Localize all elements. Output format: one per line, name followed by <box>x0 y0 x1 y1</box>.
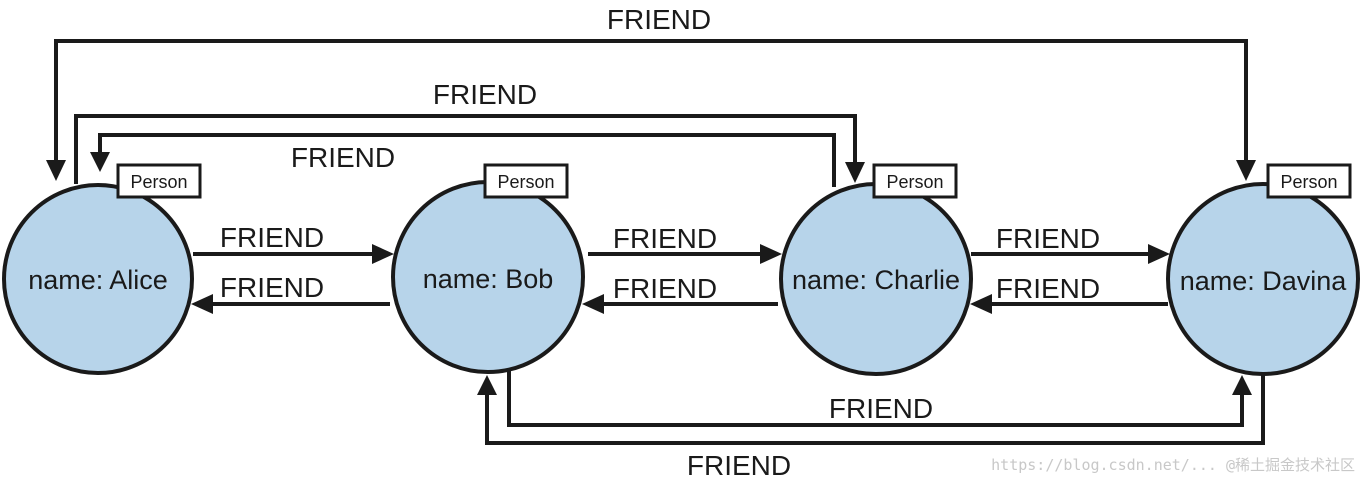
arrowhead <box>477 375 497 395</box>
node-davina[interactable]: name: Davina Person <box>1166 163 1360 376</box>
node-label: name: Charlie <box>792 265 960 295</box>
node-alice[interactable]: name: Alice Person <box>2 163 202 375</box>
edge-label: FRIEND <box>613 273 717 304</box>
edge-charlie-bob: FRIEND <box>582 273 778 314</box>
arrowhead <box>46 160 66 181</box>
person-tag-label: Person <box>886 172 943 192</box>
person-tag <box>116 163 202 199</box>
node-circle <box>2 183 194 375</box>
edge-label: FRIEND <box>687 450 791 481</box>
person-tag <box>872 163 958 199</box>
edge-charlie-alice: FRIEND <box>90 133 836 187</box>
edge-label: FRIEND <box>607 4 711 35</box>
edge-bob-davina: FRIEND <box>507 371 1252 427</box>
edge-charlie-davina: FRIEND <box>971 223 1170 264</box>
arrowhead <box>191 294 213 314</box>
person-tag-label: Person <box>1280 172 1337 192</box>
person-tag-label: Person <box>497 172 554 192</box>
arrowhead <box>1232 375 1252 395</box>
person-tag <box>483 163 569 199</box>
arrowhead <box>970 294 992 314</box>
edge-alice-charlie: FRIEND <box>74 79 865 184</box>
arrowhead <box>1236 160 1256 181</box>
edge-label: FRIEND <box>220 222 324 253</box>
person-tag <box>1266 163 1352 199</box>
node-label: name: Bob <box>423 264 554 294</box>
edge-alice-davina: FRIEND <box>54 4 1256 181</box>
edge-bob-charlie: FRIEND <box>588 223 782 264</box>
edge-label: FRIEND <box>829 393 933 424</box>
edge-davina-bob: FRIEND <box>477 373 1265 481</box>
node-bob[interactable]: name: Bob Person <box>391 163 585 374</box>
edge-alice-bob: FRIEND <box>193 222 394 264</box>
edge-label: FRIEND <box>996 223 1100 254</box>
edge-label: FRIEND <box>996 273 1100 304</box>
edge-label: FRIEND <box>433 79 537 110</box>
edge-label: FRIEND <box>291 142 395 173</box>
edge-label: FRIEND <box>220 272 324 303</box>
arrowhead <box>582 294 604 314</box>
person-tag-label: Person <box>130 172 187 192</box>
node-circle <box>1166 182 1360 376</box>
node-label: name: Alice <box>28 265 168 295</box>
arrowhead <box>760 244 782 264</box>
watermark-text: https://blog.csdn.net/... @稀土掘金技术社区 <box>991 456 1355 474</box>
arrowhead <box>90 152 110 172</box>
node-charlie[interactable]: name: Charlie Person <box>779 163 973 376</box>
arrowhead <box>845 162 865 183</box>
edge-davina-charlie: FRIEND <box>970 273 1168 314</box>
edge-label: FRIEND <box>613 223 717 254</box>
arrowhead <box>1148 244 1170 264</box>
node-label: name: Davina <box>1180 266 1348 296</box>
arrowhead <box>372 244 394 264</box>
edge-bob-alice: FRIEND <box>191 272 390 314</box>
